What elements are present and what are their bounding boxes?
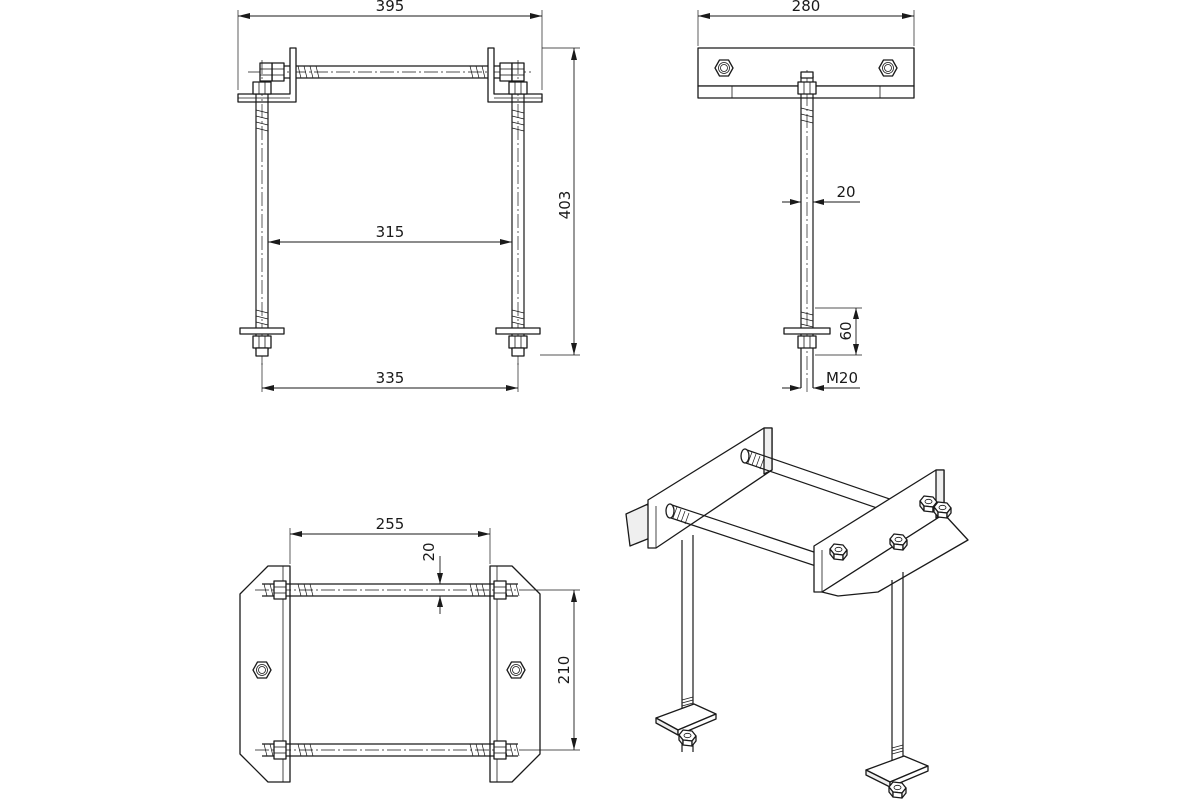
dim-text-side-20: 20 — [836, 183, 855, 201]
dim-text-403: 403 — [556, 191, 574, 220]
dim-text-m20: M20 — [826, 369, 858, 387]
iso-rear-rod — [740, 448, 917, 521]
iso-front-rod — [665, 503, 839, 573]
dim-text-255: 255 — [376, 515, 405, 533]
iso-front-bracket — [813, 469, 969, 597]
dim-top-rod-spacing — [525, 589, 580, 751]
front-view: 395 315 335 403 — [237, 0, 580, 392]
front-right-vertical-rod — [511, 60, 525, 365]
dim-text-335: 335 — [376, 369, 405, 387]
front-right-base-plate — [495, 327, 541, 357]
dim-text-280: 280 — [792, 0, 821, 15]
dim-text-315: 315 — [376, 223, 405, 241]
dim-text-395: 395 — [376, 0, 405, 15]
dim-plate-spacing — [289, 528, 491, 564]
iso-left-leg — [655, 535, 717, 752]
dim-height — [540, 47, 580, 356]
top-view: 255 20 210 — [239, 515, 580, 783]
front-left-vertical-rod — [255, 60, 269, 365]
iso-back-bracket — [625, 427, 773, 549]
dim-top-rod-diameter — [437, 556, 443, 614]
dim-thread-length — [815, 307, 862, 356]
front-right-bracket — [487, 47, 543, 103]
top-lower-rod — [255, 743, 525, 757]
isometric-view — [625, 427, 969, 799]
dim-rod-spacing — [268, 239, 512, 245]
dim-plate-width — [697, 10, 915, 46]
dim-text-top-20: 20 — [420, 542, 438, 561]
side-view: 280 20 60 M20 — [697, 0, 915, 392]
dim-overall-width — [237, 10, 543, 90]
iso-right-leg — [865, 572, 929, 799]
dim-base-spacing — [261, 360, 519, 392]
dim-text-60: 60 — [837, 321, 855, 340]
front-left-bracket — [237, 47, 297, 103]
dim-thread-size — [782, 385, 860, 391]
front-left-base-plate — [239, 327, 285, 357]
side-base-plate — [783, 327, 831, 349]
top-upper-rod — [255, 583, 525, 597]
dim-rod-diameter — [782, 199, 860, 205]
dim-text-210: 210 — [555, 656, 573, 685]
